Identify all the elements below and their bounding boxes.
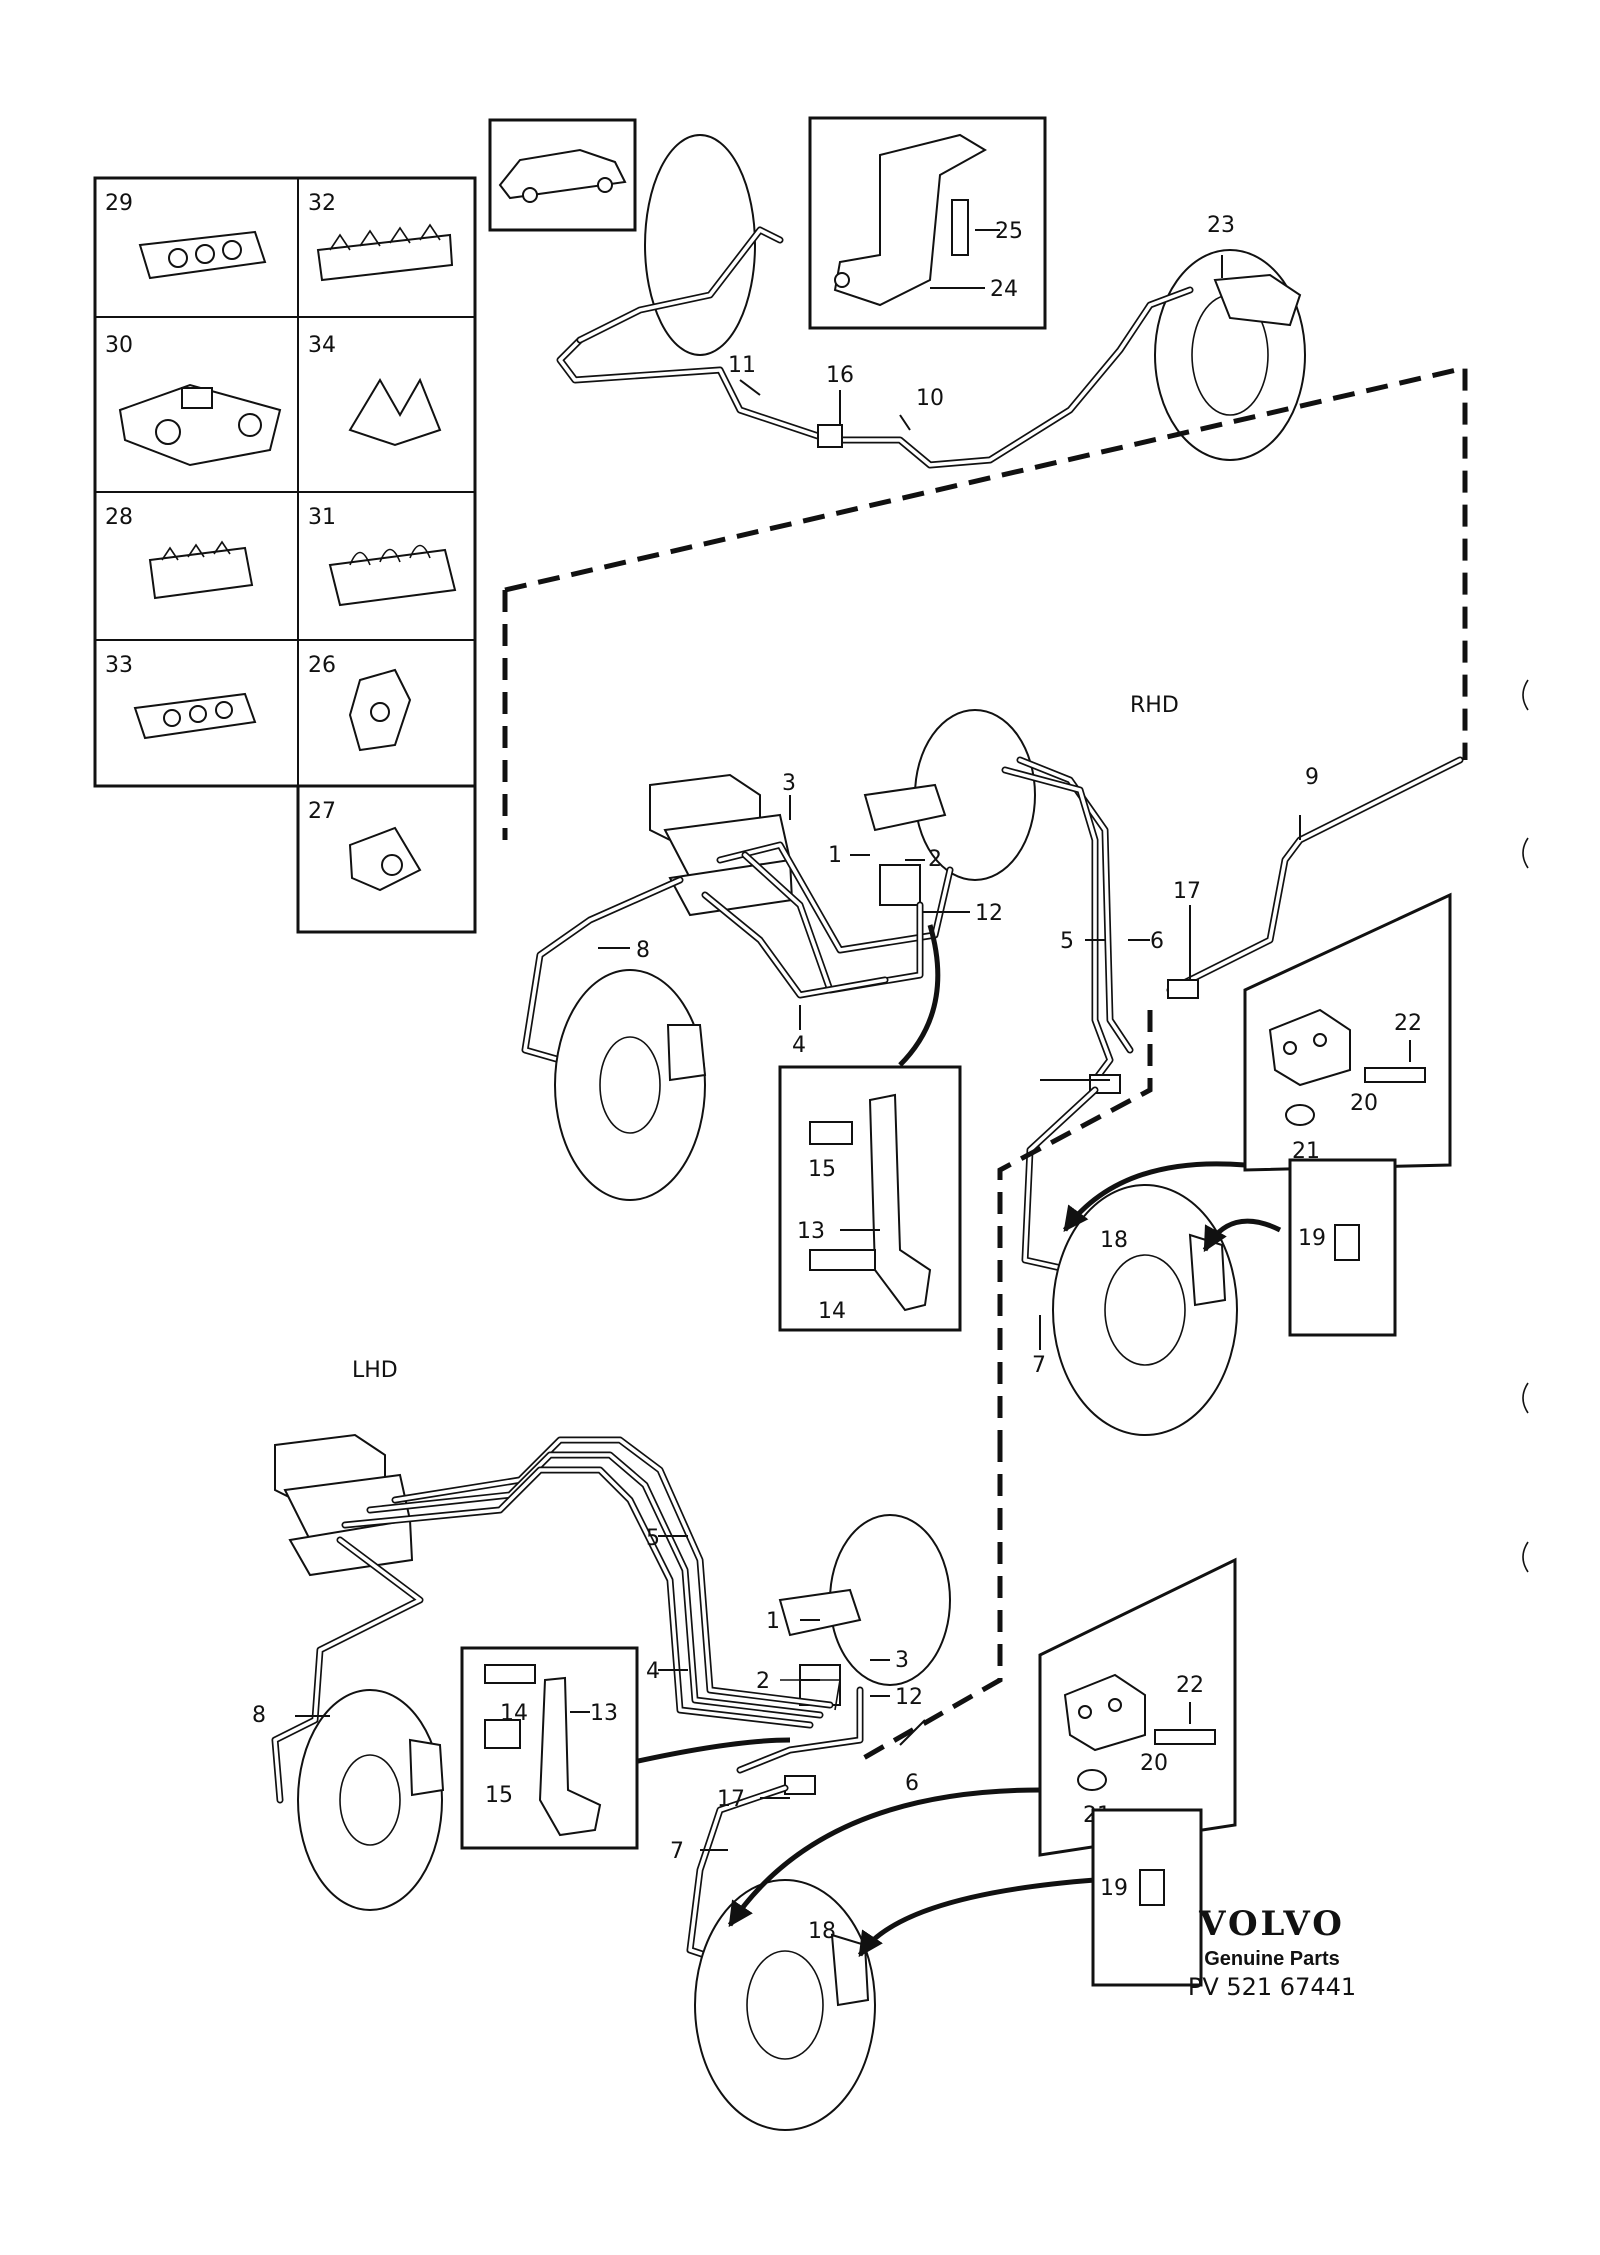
- rhd-label-3: 3: [782, 771, 796, 796]
- rhd-label-19: 19: [1298, 1226, 1326, 1251]
- rhd-label-6: 6: [1150, 929, 1164, 954]
- rhd-outline-dashed: [502, 364, 1468, 840]
- clip-29-illustration: [138, 230, 267, 280]
- label-23: 23: [1207, 213, 1235, 238]
- lhd-label-15: 15: [485, 1783, 513, 1808]
- label-11: 11: [728, 353, 756, 378]
- rhd-label-17: 17: [1173, 879, 1201, 904]
- label-10: 10: [916, 386, 944, 411]
- lhd-label-7: 7: [670, 1839, 684, 1864]
- rhd-front-wheel: [1052, 1161, 1282, 1436]
- lhd-label-17: 17: [717, 1787, 745, 1812]
- volvo-logo: VOLVO: [1198, 1904, 1345, 1944]
- rhd-label-8: 8: [636, 938, 650, 963]
- lhd-label-14: 14: [500, 1701, 528, 1726]
- lhd-label-20: 20: [1140, 1751, 1168, 1776]
- lhd-label-8: 8: [252, 1703, 266, 1728]
- part-number: PV 521 67441: [1188, 1973, 1356, 2001]
- rhd-label-15: 15: [808, 1157, 836, 1182]
- clip-label-33: 33: [105, 653, 133, 678]
- rhd-label-9: 9: [1305, 765, 1319, 790]
- clip-label-32: 32: [308, 191, 336, 216]
- bracket-detail-box: [808, 116, 1047, 330]
- lhd-label-22: 22: [1176, 1673, 1204, 1698]
- clip-label-31: 31: [308, 505, 336, 530]
- clip-label-28: 28: [105, 505, 133, 530]
- lhd-label-12: 12: [895, 1685, 923, 1710]
- lhd-label-19: 19: [1100, 1876, 1128, 1901]
- lhd-label-5: 5: [646, 1526, 660, 1551]
- clip-label-29: 29: [105, 191, 133, 216]
- label-16: 16: [826, 363, 854, 388]
- clip-31-illustration: [328, 544, 457, 607]
- rhd-part-19-box: [1288, 1158, 1397, 1337]
- clip-panel: 29 32 30 34 28 31 33 26 27: [93, 176, 477, 934]
- lhd-label-2: 2: [756, 1669, 770, 1694]
- lhd-part-19-box: [1091, 1808, 1203, 1987]
- lhd-label-3: 3: [895, 1648, 909, 1673]
- label-25: 25: [995, 219, 1023, 244]
- label-24: 24: [990, 277, 1018, 302]
- rhd-label-7: 7: [1032, 1353, 1046, 1378]
- section-rhd-label: RHD: [1130, 693, 1179, 718]
- lhd-label-4: 4: [646, 1659, 660, 1684]
- rhd-label-2: 2: [928, 847, 942, 872]
- clip-label-26: 26: [308, 653, 336, 678]
- rhd-assembly: [521, 709, 1464, 1440]
- rhd-label-13: 13: [797, 1219, 825, 1244]
- clip-26-illustration: [348, 668, 412, 752]
- lhd-label-18: 18: [808, 1919, 836, 1944]
- clip-label-34: 34: [308, 333, 336, 358]
- clip-32-illustration: [316, 223, 454, 282]
- clip-30-illustration: [118, 383, 282, 467]
- rhd-bracket-20-box: [1243, 892, 1452, 1172]
- section-lhd-label: LHD: [352, 1358, 398, 1383]
- rhd-label-22: 22: [1394, 1011, 1422, 1036]
- rhd-bracket-13-box: [778, 1065, 962, 1332]
- clip-33-illustration: [133, 692, 257, 740]
- rhd-label-14: 14: [818, 1299, 846, 1324]
- clip-label-27: 27: [308, 799, 336, 824]
- rhd-label-18: 18: [1100, 1228, 1128, 1253]
- clip-label-30: 30: [105, 333, 133, 358]
- clip-27-illustration: [348, 826, 422, 892]
- clip-34-illustration: [348, 377, 442, 447]
- rhd-label-12: 12: [975, 901, 1003, 926]
- lhd-assembly: [271, 1433, 1003, 1964]
- rear-brake-lines: [556, 134, 1306, 469]
- margin-marks: [1522, 679, 1529, 1573]
- clip-28-illustration: [148, 540, 254, 600]
- rhd-label-20: 20: [1350, 1091, 1378, 1116]
- lhd-bracket-13-box: [460, 1646, 639, 1850]
- car-illustration-box: [488, 118, 637, 232]
- lhd-label-1: 1: [766, 1609, 780, 1634]
- lhd-bracket-20-box: [1038, 1557, 1237, 1857]
- rhd-label-1: 1: [828, 843, 842, 868]
- brand-tagline: Genuine Parts: [1204, 1948, 1340, 1970]
- volvo-brand: VOLVO Genuine Parts PV 521 67441: [1188, 1904, 1356, 2001]
- lhd-label-6: 6: [905, 1771, 919, 1796]
- lhd-label-13: 13: [590, 1701, 618, 1726]
- rhd-label-4: 4: [792, 1033, 806, 1058]
- lhd-front-wheel: [694, 1787, 1096, 2131]
- rhd-label-5: 5: [1060, 929, 1074, 954]
